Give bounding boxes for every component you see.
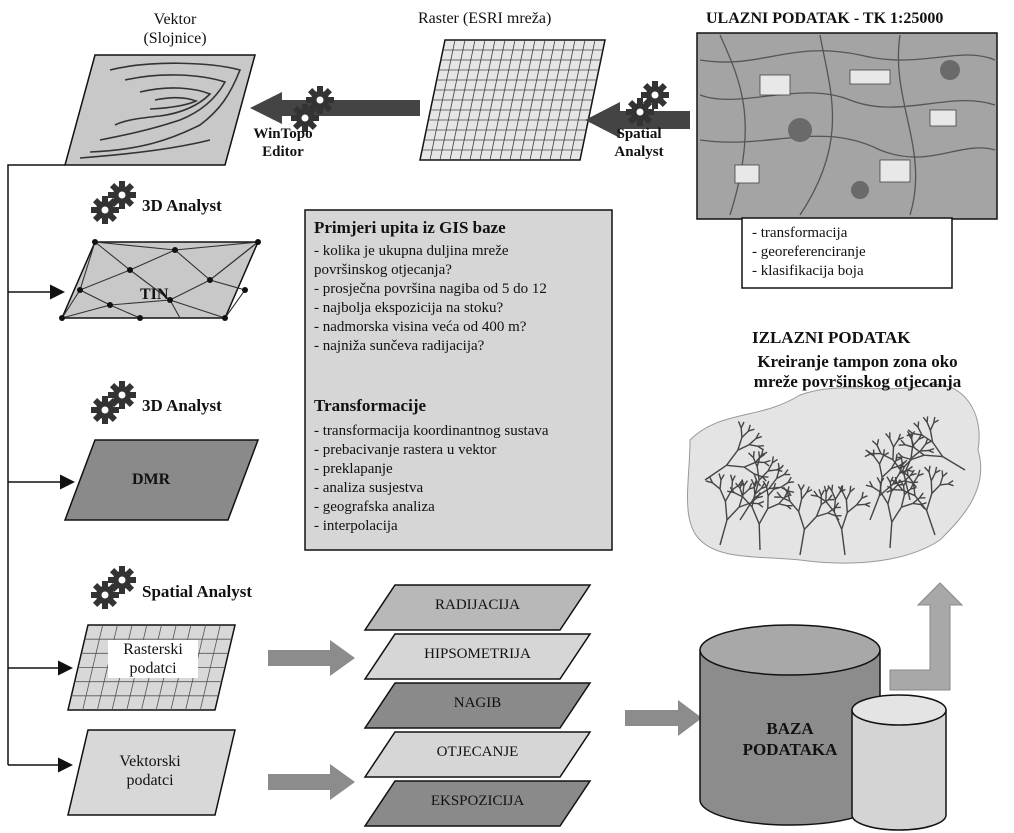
- topo-map-image: [696, 32, 998, 220]
- vector-subtitle: (Slojnice): [143, 30, 207, 47]
- input-step: - klasifikacija boja: [752, 263, 864, 279]
- transformations-title: Transformacije: [314, 396, 427, 415]
- wintopo-label-1: WinTopo: [253, 126, 313, 142]
- output-subtitle-2: mreže površinskog otjecanja: [753, 372, 962, 391]
- query-item: površinskog otjecanja?: [314, 262, 452, 278]
- raster-data-label-1: Rasterski: [123, 641, 183, 658]
- raster-grid-layer: [419, 39, 606, 161]
- input-step: - transformacija: [752, 225, 848, 241]
- analyst-2-small-gear-icon: [108, 381, 136, 409]
- analyst-1-label: 3D Analyst: [142, 196, 222, 215]
- queries-list: - kolika je ukupna duljina mreže površin…: [314, 242, 547, 356]
- spatial-small-gear-icon: [641, 81, 669, 109]
- input-step: - georeferenciranje: [752, 244, 866, 260]
- vector-contours-layer: [64, 54, 256, 166]
- query-item: - prosječna površina nagiba od 5 do 12: [314, 281, 547, 297]
- dmr-layer: [63, 439, 260, 521]
- tin-label: TIN: [140, 286, 169, 303]
- input-steps-list: - transformacija - georeferenciranje - k…: [752, 224, 866, 281]
- transformation-item: - analiza susjestva: [314, 480, 424, 496]
- product-otjecanje: OTJECANJE: [436, 744, 519, 760]
- transformation-item: - interpolacija: [314, 518, 398, 534]
- analyst-2-label: 3D Analyst: [142, 396, 222, 415]
- vector-title: Vektor: [153, 11, 197, 28]
- queries-title: Primjeri upita iz GIS baze: [314, 218, 506, 237]
- product-nagib: NAGIB: [453, 695, 502, 711]
- analyst-3-small-gear-icon: [108, 566, 136, 594]
- input-steps-box: [741, 217, 953, 289]
- database-cylinder: [699, 624, 947, 831]
- database-label-2: PODATAKA: [742, 740, 838, 759]
- transformations-list: - transformacija koordinantnog sustava -…: [314, 422, 549, 536]
- dmr-label: DMR: [132, 471, 171, 488]
- wintopo-small-gear-icon: [306, 86, 334, 114]
- input-title: ULAZNI PODATAK - TK 1:25000: [706, 10, 944, 27]
- query-item: - najniža sunčeva radijacija?: [314, 338, 485, 354]
- output-subtitle-1: Kreiranje tampon zona oko: [757, 352, 958, 371]
- product-radijacija: RADIJACIJA: [434, 597, 520, 613]
- left-connector: [7, 164, 75, 773]
- product-hipsometrija: HIPSOMETRIJA: [424, 646, 531, 662]
- query-item: - nadmorska visina veća od 400 m?: [314, 319, 527, 335]
- analyst-3-label: Spatial Analyst: [142, 582, 253, 601]
- transformation-item: - geografska analiza: [314, 499, 435, 515]
- vector-data-label-2: podatci: [126, 772, 174, 789]
- transformation-item: - preklapanje: [314, 461, 393, 477]
- vector-data-label-1: Vektorski: [119, 753, 181, 770]
- database-label-1: BAZA: [766, 719, 814, 738]
- product-layers: [363, 584, 592, 827]
- spatial-label-2: Analyst: [614, 144, 664, 160]
- transformation-item: - transformacija koordinantnog sustava: [314, 423, 549, 439]
- raster-title: Raster (ESRI mreža): [418, 10, 552, 27]
- query-item: - kolika je ukupna duljina mreže: [314, 243, 509, 259]
- queries-panel: [304, 209, 613, 551]
- to-products-arrows: [268, 640, 702, 800]
- transformation-item: - prebacivanje rastera u vektor: [314, 442, 497, 458]
- query-item: - najbolja ekspozicija na stoku?: [314, 300, 504, 316]
- analyst-1-small-gear-icon: [108, 181, 136, 209]
- product-ekspozicija: EKSPOZICIJA: [430, 793, 525, 809]
- output-stream-map: [687, 383, 982, 564]
- db-to-output-arrow: [889, 582, 964, 691]
- raster-data-label-2: podatci: [129, 660, 177, 677]
- output-title: IZLAZNI PODATAK: [752, 328, 911, 347]
- spatial-label-1: Spatial: [616, 126, 662, 142]
- wintopo-label-2: Editor: [262, 144, 304, 160]
- tin-layer: [59, 239, 261, 321]
- vector-data-layer: [67, 729, 236, 816]
